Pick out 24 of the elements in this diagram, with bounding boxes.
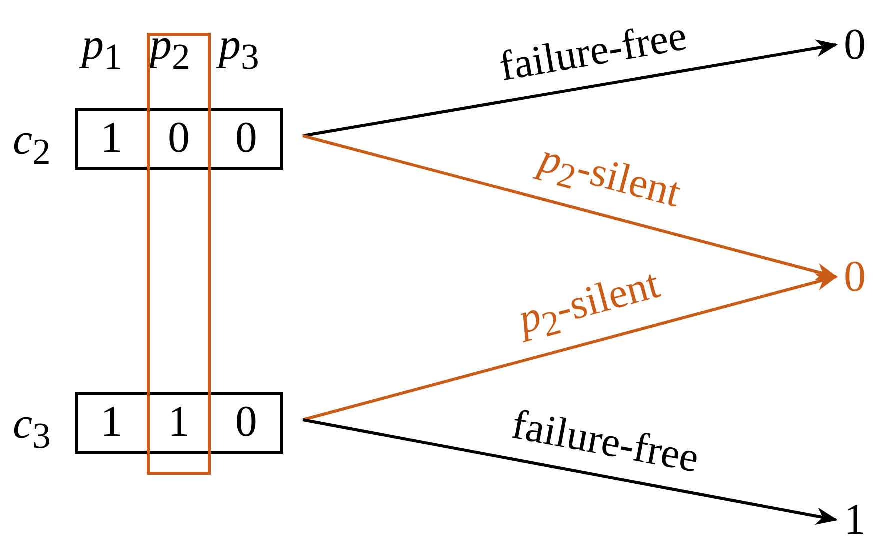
arrow [302,418,838,525]
highlight-column-rectangle [147,33,211,475]
row-label: c$_{2}$ [13,115,51,174]
bit-value: 0 [166,112,191,164]
column-label: p$_{3}$ [219,20,260,82]
arrow [302,134,838,280]
edge-label: p$_{2}$-silent [514,262,666,347]
bit-value: 1 [100,396,124,448]
bit-vector-box [75,108,283,170]
output-value: 1 [838,495,872,545]
bit-value: 0 [234,396,258,448]
column-label: p$_{2}$ [150,20,190,79]
output-value: 0 [838,20,872,70]
row-label: c$_{3}$ [13,399,51,458]
output-value: 0 [838,252,872,302]
bit-value: 1 [166,396,191,448]
arrow [302,40,838,138]
edge-label: failure-free [508,402,703,482]
bit-value: 1 [100,112,124,164]
arrow [302,274,838,422]
bit-value: 0 [234,112,258,164]
edge-label: failure-free [496,13,691,90]
bit-vector-box [75,392,283,454]
column-label: p$_{1}$ [82,20,122,82]
